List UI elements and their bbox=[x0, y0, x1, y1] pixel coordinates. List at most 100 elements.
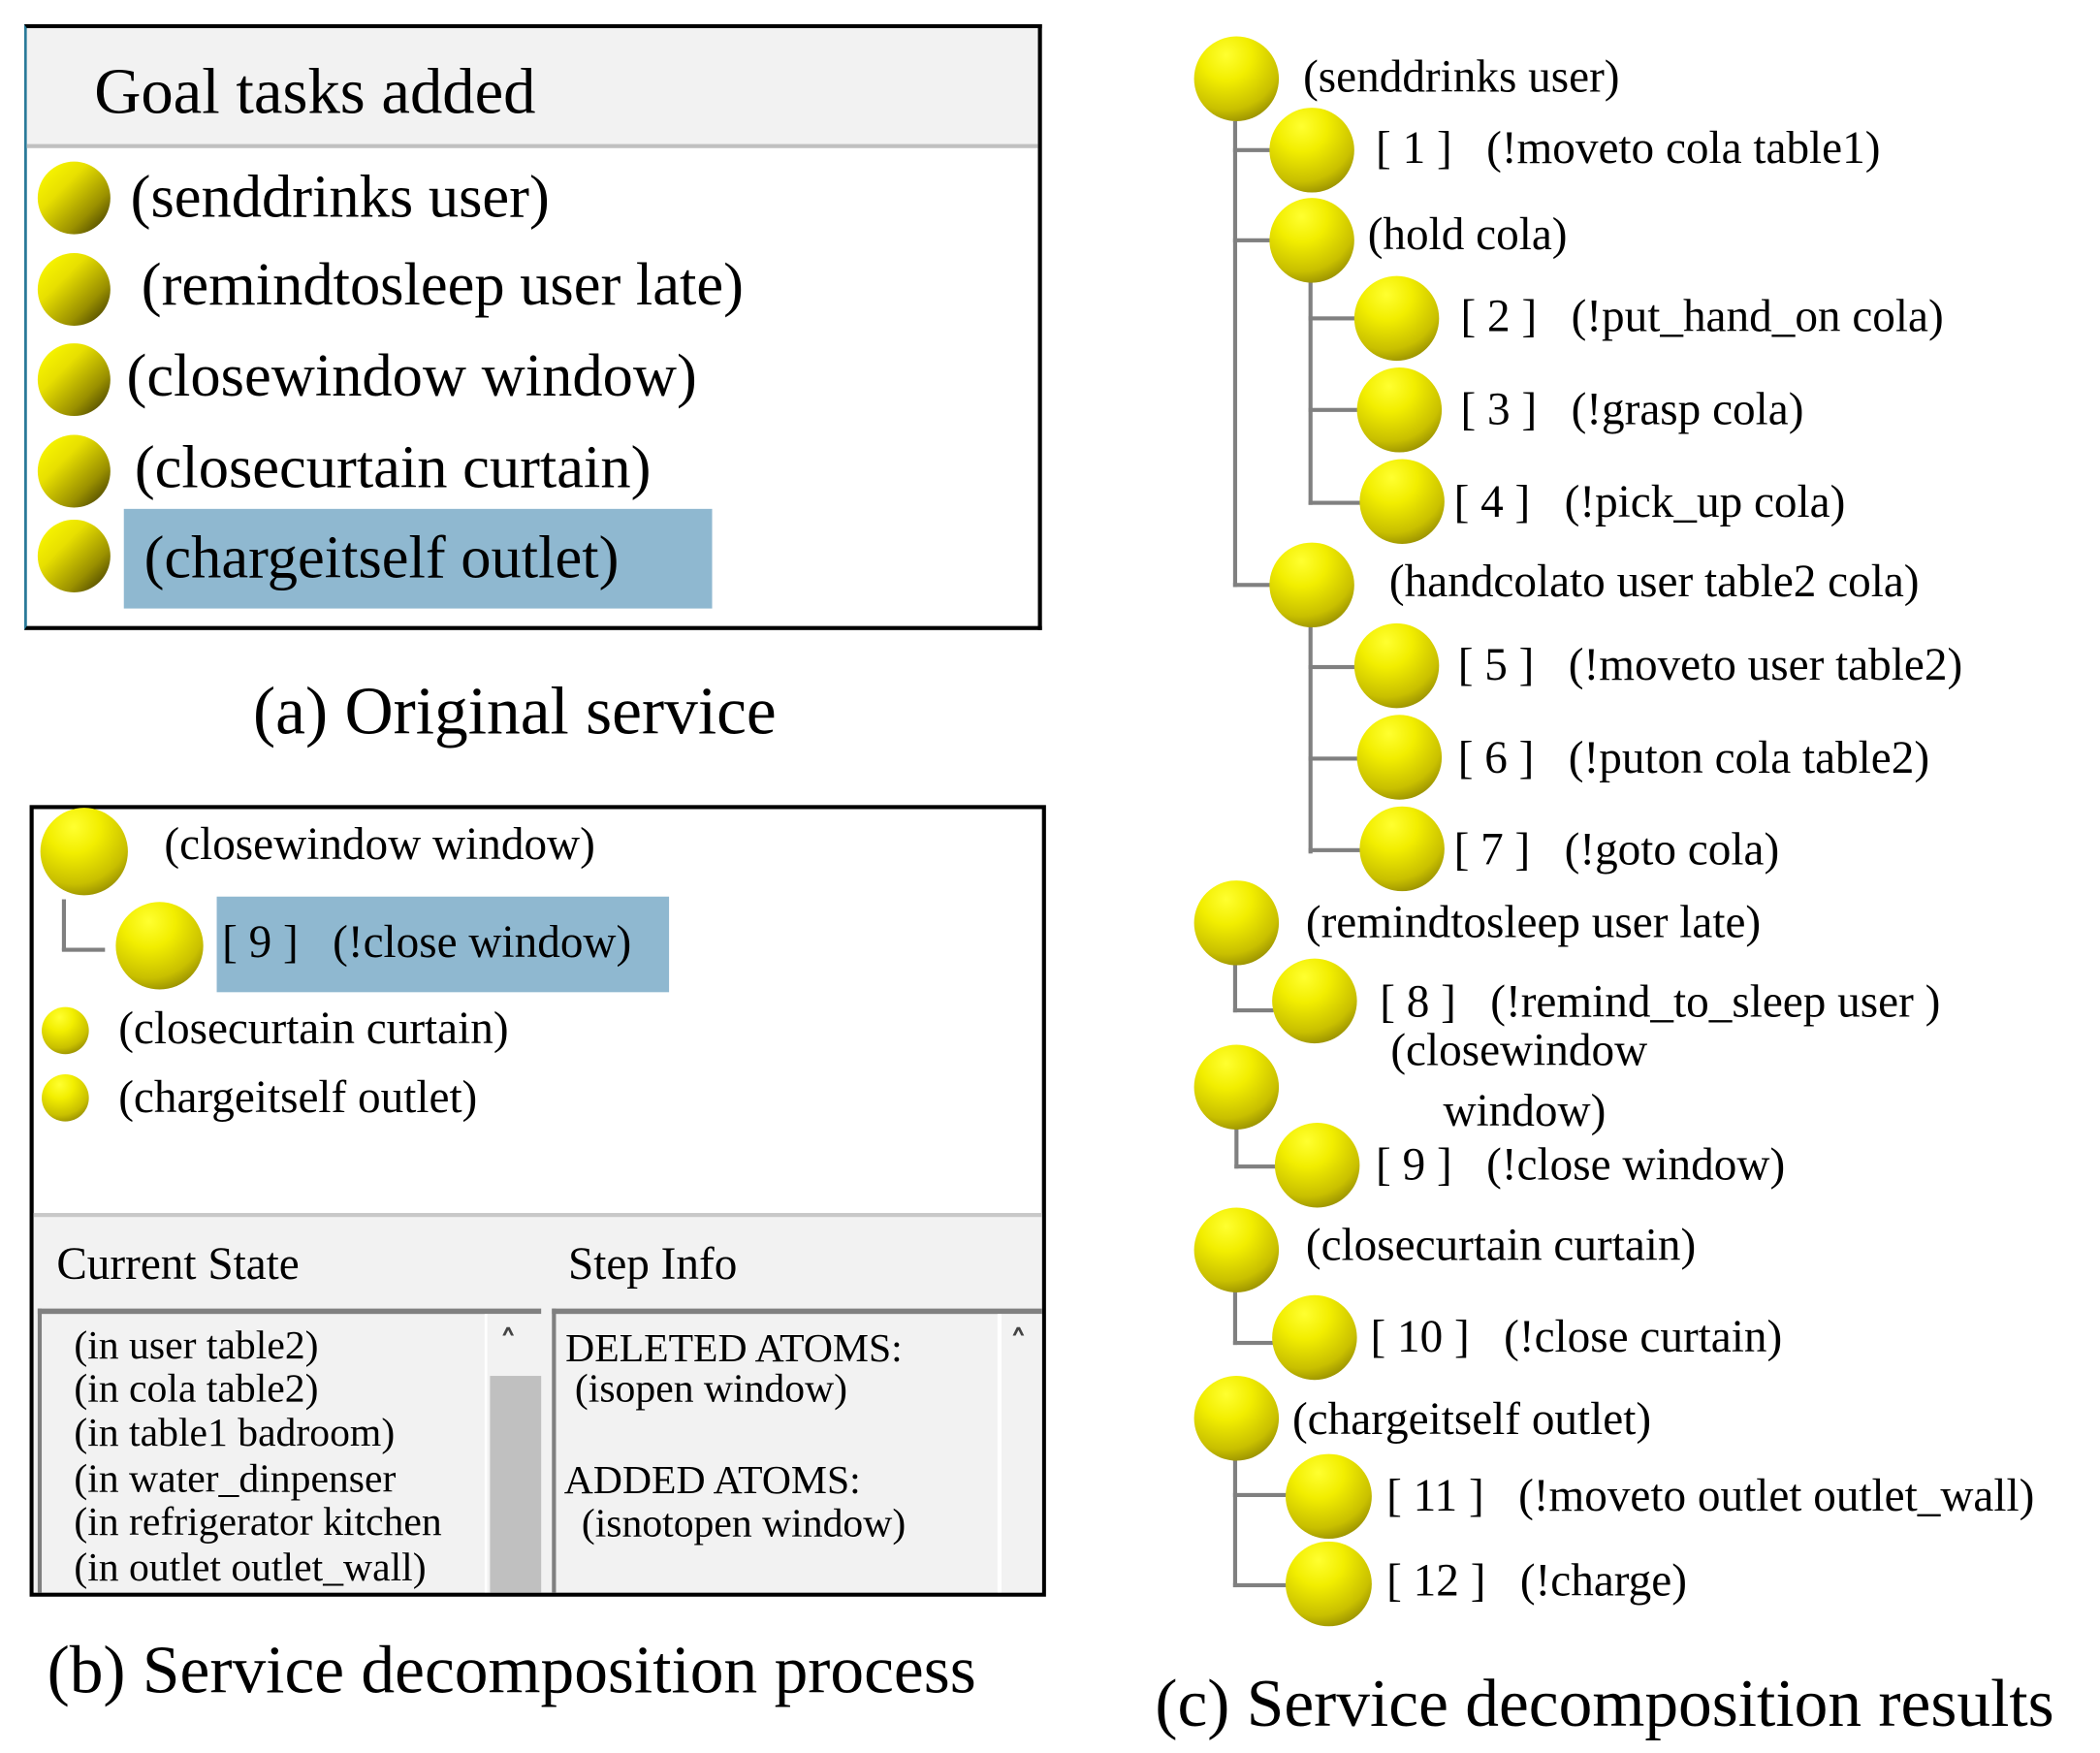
tree-node-selected[interactable]: [ 9 ] (!close window) bbox=[222, 917, 632, 969]
yellow-sphere-icon bbox=[1193, 880, 1280, 966]
yellow-sphere-icon bbox=[37, 343, 111, 417]
current-state-list[interactable]: ˄ bbox=[37, 1308, 542, 1593]
goal-task-item[interactable]: (closewindow window) bbox=[126, 341, 697, 410]
tree-line bbox=[1232, 1457, 1238, 1588]
yellow-sphere-icon bbox=[1269, 198, 1354, 283]
scrollbar[interactable]: ˄ bbox=[484, 1314, 542, 1593]
yellow-sphere-icon bbox=[1356, 367, 1443, 453]
tree-line bbox=[1234, 1164, 1278, 1169]
tree-node[interactable]: (closecurtain curtain) bbox=[1305, 1221, 1697, 1271]
goal-task-item[interactable]: (senddrinks user) bbox=[130, 163, 550, 231]
tree-node[interactable]: [ 11 ] (!moveto outlet outlet_wall) bbox=[1386, 1471, 2035, 1522]
yellow-sphere-icon bbox=[37, 253, 111, 327]
tree-line bbox=[1308, 500, 1363, 505]
tree-node[interactable]: (senddrinks user) bbox=[1303, 52, 1620, 103]
yellow-sphere-icon bbox=[37, 161, 111, 235]
tree-line bbox=[1308, 279, 1313, 505]
tree-node[interactable]: (chargeitself outlet) bbox=[1291, 1394, 1652, 1445]
yellow-sphere-icon bbox=[1269, 108, 1354, 193]
goal-tasks-title: Goal tasks added bbox=[94, 56, 536, 128]
yellow-sphere-icon bbox=[1359, 459, 1445, 544]
tree-node[interactable]: [ 5 ] (!moveto user table2) bbox=[1457, 640, 1963, 691]
state-line: (in water_dinpenser bbox=[74, 1456, 397, 1502]
tree-node[interactable]: [ 7 ] (!goto cola) bbox=[1453, 825, 1780, 876]
state-line: (in refrigerator kitchen bbox=[74, 1502, 442, 1545]
tree-node[interactable]: [ 2 ] (!put_hand_on cola) bbox=[1460, 292, 1944, 342]
scrollbar-thumb[interactable] bbox=[490, 1376, 542, 1593]
chevron-up-icon[interactable]: ˄ bbox=[1009, 1324, 1028, 1365]
goal-task-item[interactable]: (remindtosleep user late) bbox=[141, 250, 744, 318]
tree-node[interactable]: (closecurtain curtain) bbox=[118, 1004, 509, 1055]
yellow-sphere-icon bbox=[1272, 958, 1357, 1044]
state-line: (in table1 badroom) bbox=[74, 1411, 396, 1455]
yellow-sphere-icon bbox=[1353, 622, 1440, 709]
tree-node[interactable]: (chargeitself outlet) bbox=[118, 1072, 478, 1124]
yellow-sphere-icon bbox=[37, 434, 111, 508]
selected-highlight bbox=[216, 896, 670, 993]
yellow-sphere-icon bbox=[1193, 1376, 1280, 1461]
yellow-sphere-icon bbox=[1359, 806, 1445, 892]
scrollbar[interactable]: ˄ bbox=[997, 1314, 1042, 1593]
selected-highlight bbox=[123, 508, 713, 609]
deleted-atom: (isopen window) bbox=[574, 1366, 848, 1412]
step-info-list[interactable]: ˄ bbox=[552, 1308, 1042, 1593]
tree-node[interactable]: [ 9 ] (!close window) bbox=[1376, 1140, 1786, 1191]
current-state-title: Current State bbox=[56, 1239, 300, 1291]
yellow-sphere-icon bbox=[42, 1006, 89, 1055]
yellow-sphere-icon bbox=[1274, 1123, 1360, 1208]
tree-line bbox=[1308, 316, 1357, 321]
tree-line bbox=[1308, 407, 1360, 412]
deleted-atoms-label: DELETED ATOMS: bbox=[565, 1325, 903, 1371]
added-atom: (isnotopen window) bbox=[581, 1501, 907, 1546]
tree-line bbox=[1232, 1340, 1274, 1346]
tree-node[interactable]: (closewindow bbox=[1390, 1026, 1648, 1076]
tree-node[interactable]: (hold cola) bbox=[1367, 209, 1568, 260]
tree-node[interactable]: window) bbox=[1443, 1086, 1607, 1136]
caption-c: (c) Service decomposition results bbox=[1155, 1665, 2054, 1741]
yellow-sphere-icon bbox=[40, 808, 128, 896]
tree-line bbox=[1232, 238, 1274, 242]
tree-line bbox=[1232, 1492, 1288, 1498]
goal-task-item-selected[interactable]: (chargeitself outlet) bbox=[143, 524, 620, 591]
goal-tasks-header bbox=[26, 28, 1038, 148]
tree-node[interactable]: [ 3 ] (!grasp cola) bbox=[1460, 385, 1804, 435]
tree-node[interactable]: [ 1 ] (!moveto cola table1) bbox=[1376, 123, 1881, 175]
state-line: (in user table2) bbox=[74, 1323, 319, 1368]
tree-node[interactable]: [ 6 ] (!puton cola table2) bbox=[1457, 733, 1930, 784]
caption-b: (b) Service decomposition process bbox=[47, 1631, 976, 1707]
tree-node[interactable]: [ 4 ] (!pick_up cola) bbox=[1453, 477, 1846, 528]
tree-node[interactable]: (handcolato user table2 cola) bbox=[1388, 557, 1920, 608]
yellow-sphere-icon bbox=[37, 519, 111, 592]
yellow-sphere-icon bbox=[42, 1074, 89, 1122]
yellow-sphere-icon bbox=[1193, 1044, 1280, 1130]
tree-line bbox=[1234, 1127, 1239, 1169]
yellow-sphere-icon bbox=[1353, 275, 1440, 362]
step-info-title: Step Info bbox=[567, 1239, 738, 1291]
chevron-up-icon[interactable]: ˄ bbox=[499, 1324, 518, 1365]
tree-node[interactable]: [ 8 ] (!remind_to_sleep user ) bbox=[1380, 977, 1941, 1028]
state-line: (in cola table2) bbox=[74, 1366, 319, 1412]
state-line: (in outlet outlet_wall) bbox=[74, 1545, 427, 1590]
yellow-sphere-icon bbox=[1286, 1541, 1372, 1627]
tree-line bbox=[1232, 120, 1238, 588]
tree-line bbox=[61, 947, 106, 952]
tree-line bbox=[1308, 847, 1363, 852]
added-atoms-label: ADDED ATOMS: bbox=[563, 1457, 861, 1503]
tree-line bbox=[1232, 1582, 1288, 1588]
tree-node[interactable]: (remindtosleep user late) bbox=[1305, 898, 1762, 948]
tree-node[interactable]: [ 12 ] (!charge) bbox=[1386, 1556, 1687, 1607]
state-line-clip: (in refrigerator kitchen bbox=[74, 1503, 480, 1548]
goal-task-item[interactable]: (closecurtain curtain) bbox=[134, 433, 652, 501]
tree-line bbox=[1308, 624, 1313, 854]
tree-node[interactable]: (closewindow window) bbox=[164, 819, 595, 870]
yellow-sphere-icon bbox=[1193, 36, 1280, 121]
yellow-sphere-icon bbox=[1193, 1207, 1280, 1292]
tree-line bbox=[61, 899, 67, 951]
tree-line bbox=[1232, 147, 1274, 152]
tree-node[interactable]: [ 10 ] (!close curtain) bbox=[1370, 1312, 1783, 1363]
yellow-sphere-icon bbox=[115, 902, 204, 990]
yellow-sphere-icon bbox=[1286, 1453, 1372, 1540]
tree-line bbox=[1232, 1290, 1238, 1346]
tree-line bbox=[1232, 962, 1238, 1013]
yellow-sphere-icon bbox=[1272, 1294, 1357, 1381]
